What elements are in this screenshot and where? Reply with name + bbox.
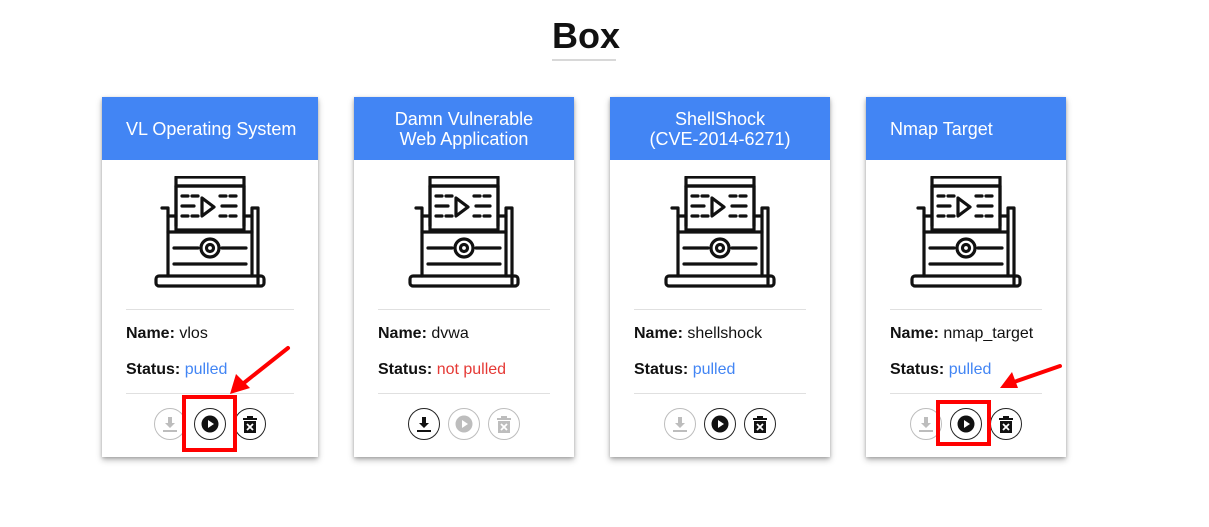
download-button[interactable]: [910, 408, 942, 440]
delete-button[interactable]: [234, 408, 266, 440]
name-value: nmap_target: [943, 325, 1034, 342]
status-value: not pulled: [436, 361, 507, 378]
status-field: Status: pulled: [890, 360, 991, 380]
run-button[interactable]: [194, 408, 226, 440]
trash-icon: [999, 416, 1013, 433]
card-title: Nmap Target: [890, 118, 993, 139]
trash-icon: [497, 416, 511, 433]
laptop-video-icon: [610, 176, 830, 306]
card-actions: [354, 405, 574, 443]
name-value: dvwa: [431, 325, 469, 342]
status-value: pulled: [692, 361, 736, 378]
status-label: Status:: [634, 361, 689, 378]
laptop-video-icon: [866, 176, 1066, 306]
laptop-video-icon: [354, 176, 574, 306]
status-field: Status: pulled: [126, 360, 227, 380]
download-button[interactable]: [154, 408, 186, 440]
name-field: Name: vlos: [126, 324, 208, 344]
delete-button[interactable]: [488, 408, 520, 440]
divider: [126, 309, 294, 310]
divider: [378, 393, 550, 394]
play-icon: [711, 415, 729, 433]
card-header: ShellShock (CVE-2014-6271): [610, 97, 830, 160]
run-button[interactable]: [704, 408, 736, 440]
delete-button[interactable]: [744, 408, 776, 440]
divider: [378, 309, 550, 310]
card-header: Nmap Target: [866, 97, 1066, 160]
laptop-video-icon: [102, 176, 318, 306]
run-button[interactable]: [448, 408, 480, 440]
name-field: Name: shellshock: [634, 324, 762, 344]
name-field: Name: dvwa: [378, 324, 469, 344]
box-card-nmap-target: Nmap Target: [866, 97, 1066, 457]
divider: [634, 393, 806, 394]
trash-icon: [243, 416, 257, 433]
download-button[interactable]: [408, 408, 440, 440]
trash-icon: [753, 416, 767, 433]
divider: [890, 309, 1042, 310]
download-icon: [163, 417, 177, 432]
box-card-vlos: VL Operating System: [102, 97, 318, 457]
card-header: Damn Vulnerable Web Application: [354, 97, 574, 160]
card-title: Damn Vulnerable Web Application: [394, 108, 534, 149]
name-label: Name:: [378, 325, 427, 342]
box-card-shellshock: ShellShock (CVE-2014-6271): [610, 97, 830, 457]
download-icon: [673, 417, 687, 432]
divider: [126, 393, 294, 394]
play-icon: [201, 415, 219, 433]
page-title: Box: [552, 15, 621, 56]
box-card-dvwa: Damn Vulnerable Web Application: [354, 97, 574, 457]
download-icon: [417, 417, 431, 432]
status-field: Status: not pulled: [378, 360, 506, 380]
divider: [634, 309, 806, 310]
name-value: shellshock: [687, 325, 763, 342]
play-icon: [455, 415, 473, 433]
name-value: vlos: [179, 325, 208, 342]
name-label: Name:: [634, 325, 683, 342]
card-actions: [102, 405, 318, 443]
download-icon: [919, 417, 933, 432]
name-field: Name: nmap_target: [890, 324, 1033, 344]
title-underline: [552, 59, 616, 61]
name-label: Name:: [126, 325, 175, 342]
status-label: Status:: [126, 361, 181, 378]
run-button[interactable]: [950, 408, 982, 440]
card-actions: [866, 405, 1066, 443]
status-label: Status:: [378, 361, 433, 378]
delete-button[interactable]: [990, 408, 1022, 440]
status-value: pulled: [184, 361, 228, 378]
status-label: Status:: [890, 361, 945, 378]
card-actions: [610, 405, 830, 443]
card-title: VL Operating System: [126, 118, 297, 139]
divider: [890, 393, 1042, 394]
download-button[interactable]: [664, 408, 696, 440]
status-field: Status: pulled: [634, 360, 735, 380]
name-label: Name:: [890, 325, 939, 342]
status-value: pulled: [948, 361, 992, 378]
card-header: VL Operating System: [102, 97, 318, 160]
play-icon: [957, 415, 975, 433]
card-title: ShellShock (CVE-2014-6271): [649, 108, 791, 149]
